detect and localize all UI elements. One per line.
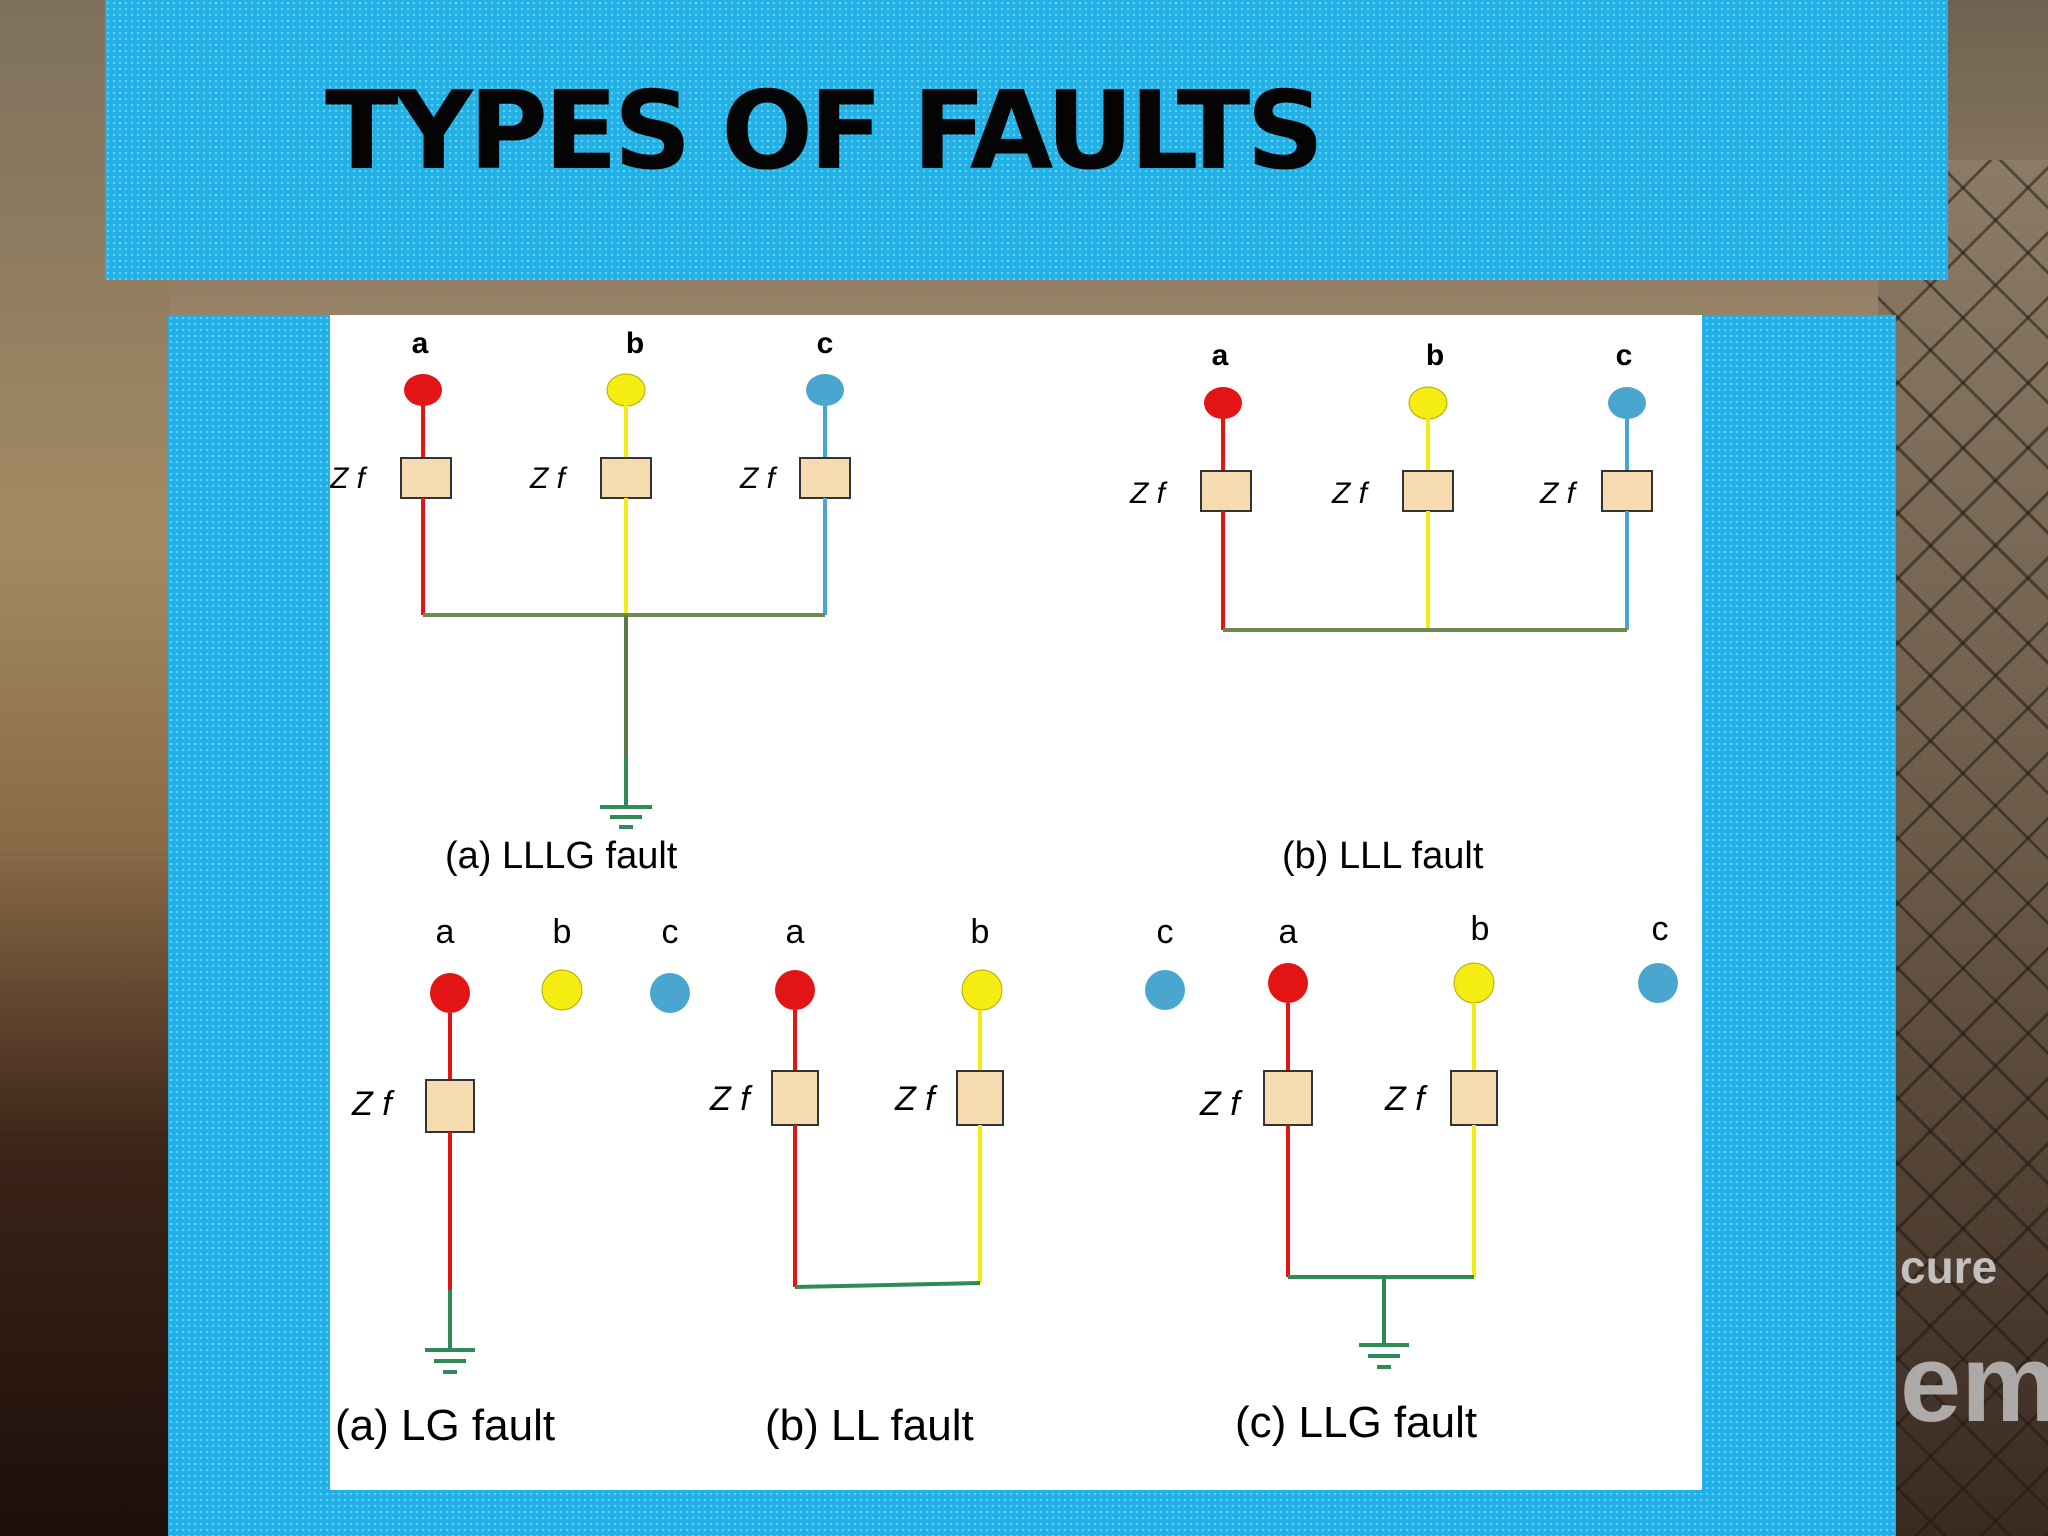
diagram-lllg-fault: a b c Z f Z f Z f (a) LLLG fault — [330, 327, 851, 877]
phase-label-b: b — [553, 913, 572, 951]
impedance-label: Z f — [1384, 1080, 1428, 1118]
phase-c-node — [806, 374, 844, 406]
phase-a-node — [430, 973, 470, 1013]
phase-label-c: c — [1157, 913, 1174, 951]
background-text-1: cure — [1900, 1241, 1998, 1293]
fault-diagram-figure: a b c Z f Z f Z f (a) LLLG fault a b c — [330, 315, 1702, 1490]
phase-b-node — [1453, 962, 1495, 1004]
impedance-box — [1450, 1070, 1498, 1126]
slide-title: TYPES OF FAULTS — [325, 69, 1324, 194]
phase-label-b: b — [971, 913, 990, 951]
diagram-llg-fault: c a b c Z f Z f (c) LLG fault — [1145, 910, 1678, 1447]
phase-label-a: a — [436, 913, 455, 951]
impedance-label: Z f — [330, 462, 368, 495]
impedance-box — [1601, 470, 1653, 512]
impedance-label: Z f — [739, 462, 778, 495]
impedance-label: Z f — [529, 462, 568, 495]
phase-label-c: c — [1652, 910, 1669, 948]
impedance-box — [771, 1070, 819, 1126]
impedance-box — [1200, 470, 1252, 512]
impedance-label: Z f — [1331, 477, 1370, 510]
diagram-caption: (c) LLG fault — [1235, 1398, 1477, 1447]
background-transmission-tower — [1878, 160, 2048, 1536]
phase-b-node — [606, 373, 646, 407]
phase-a-node — [775, 970, 815, 1010]
phase-label-b: b — [626, 327, 644, 360]
ground-symbol — [425, 1348, 475, 1374]
diagram-lll-fault: a b c Z f Z f Z f (b) LLL fault — [1129, 339, 1653, 877]
phase-c-node — [1608, 387, 1646, 419]
impedance-box — [425, 1079, 475, 1133]
phase-c-node — [650, 973, 690, 1013]
phase-b-node — [961, 969, 1003, 1011]
phase-c-node — [1145, 970, 1185, 1010]
phase-b-node — [541, 969, 583, 1011]
impedance-label: Z f — [1199, 1085, 1243, 1123]
phase-c-node — [1638, 963, 1678, 1003]
impedance-box — [600, 457, 652, 499]
diagram-caption: (b) LLL fault — [1282, 835, 1484, 877]
impedance-label: Z f — [1129, 477, 1168, 510]
impedance-box — [956, 1070, 1004, 1126]
impedance-label: Z f — [894, 1080, 938, 1118]
phase-label-a: a — [1279, 913, 1298, 951]
phase-label-b: b — [1471, 910, 1490, 948]
impedance-box — [1263, 1070, 1313, 1126]
phase-label-a: a — [412, 327, 429, 360]
phase-a-node — [1268, 963, 1308, 1003]
phase-label-c: c — [1616, 339, 1633, 372]
phase-a-node — [1204, 387, 1242, 419]
phase-a-node — [404, 374, 442, 406]
background-text-2: em — [1900, 1322, 2048, 1430]
phase-label-c: c — [662, 913, 679, 951]
impedance-label: Z f — [351, 1085, 395, 1123]
title-band: TYPES OF FAULTS — [105, 0, 1948, 280]
diagram-caption: (b) LL fault — [765, 1401, 974, 1450]
diagram-caption: (a) LLLG fault — [445, 835, 678, 877]
impedance-label: Z f — [1539, 477, 1578, 510]
ground-symbol — [600, 755, 652, 829]
phase-label-a: a — [1212, 339, 1229, 372]
impedance-label: Z f — [709, 1080, 753, 1118]
phase-b-node — [1408, 386, 1448, 420]
impedance-box — [799, 457, 851, 499]
diagram-caption: (a) LG fault — [335, 1401, 555, 1450]
phase-label-b: b — [1426, 339, 1444, 372]
diagram-ll-fault: a b Z f Z f (b) LL fault — [709, 913, 1004, 1450]
ground-symbol — [1359, 1343, 1409, 1369]
impedance-box — [1402, 470, 1454, 512]
phase-label-a: a — [786, 913, 805, 951]
phase-label-c: c — [817, 327, 834, 360]
impedance-box — [400, 457, 452, 499]
diagram-lg-fault: a b c Z f (a) LG fault — [335, 913, 690, 1450]
